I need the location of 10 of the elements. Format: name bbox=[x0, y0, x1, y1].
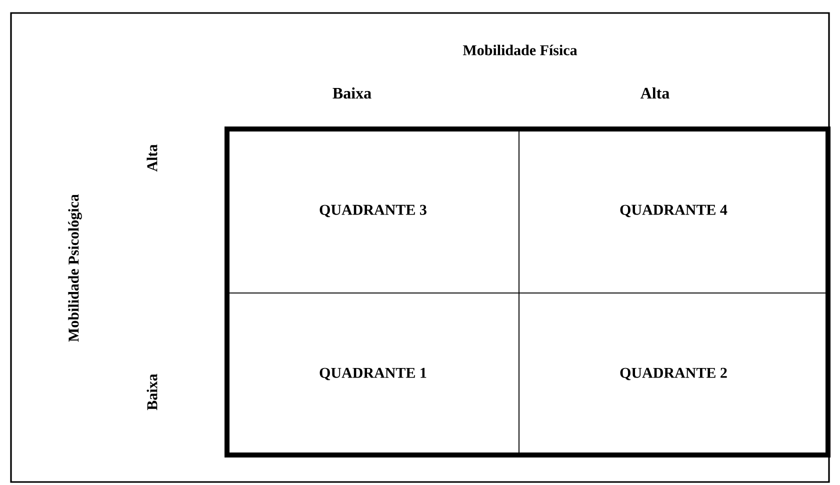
quadrant-cell: QUADRANTE 1 bbox=[226, 292, 520, 456]
axis-title: Mobilidade Física bbox=[462, 44, 578, 56]
column-label: Baixa bbox=[332, 87, 372, 99]
row-label: Baixa bbox=[146, 374, 158, 410]
row-label: Alta bbox=[146, 144, 158, 172]
quadrant-cell: QUADRANTE 2 bbox=[518, 292, 828, 456]
axis-title: Mobilidade Psicológica bbox=[68, 194, 82, 342]
node-label: QUADRANTE 3 bbox=[320, 204, 426, 218]
column-label: Alta bbox=[640, 87, 670, 99]
quadrant-cell: QUADRANTE 4 bbox=[518, 128, 828, 294]
